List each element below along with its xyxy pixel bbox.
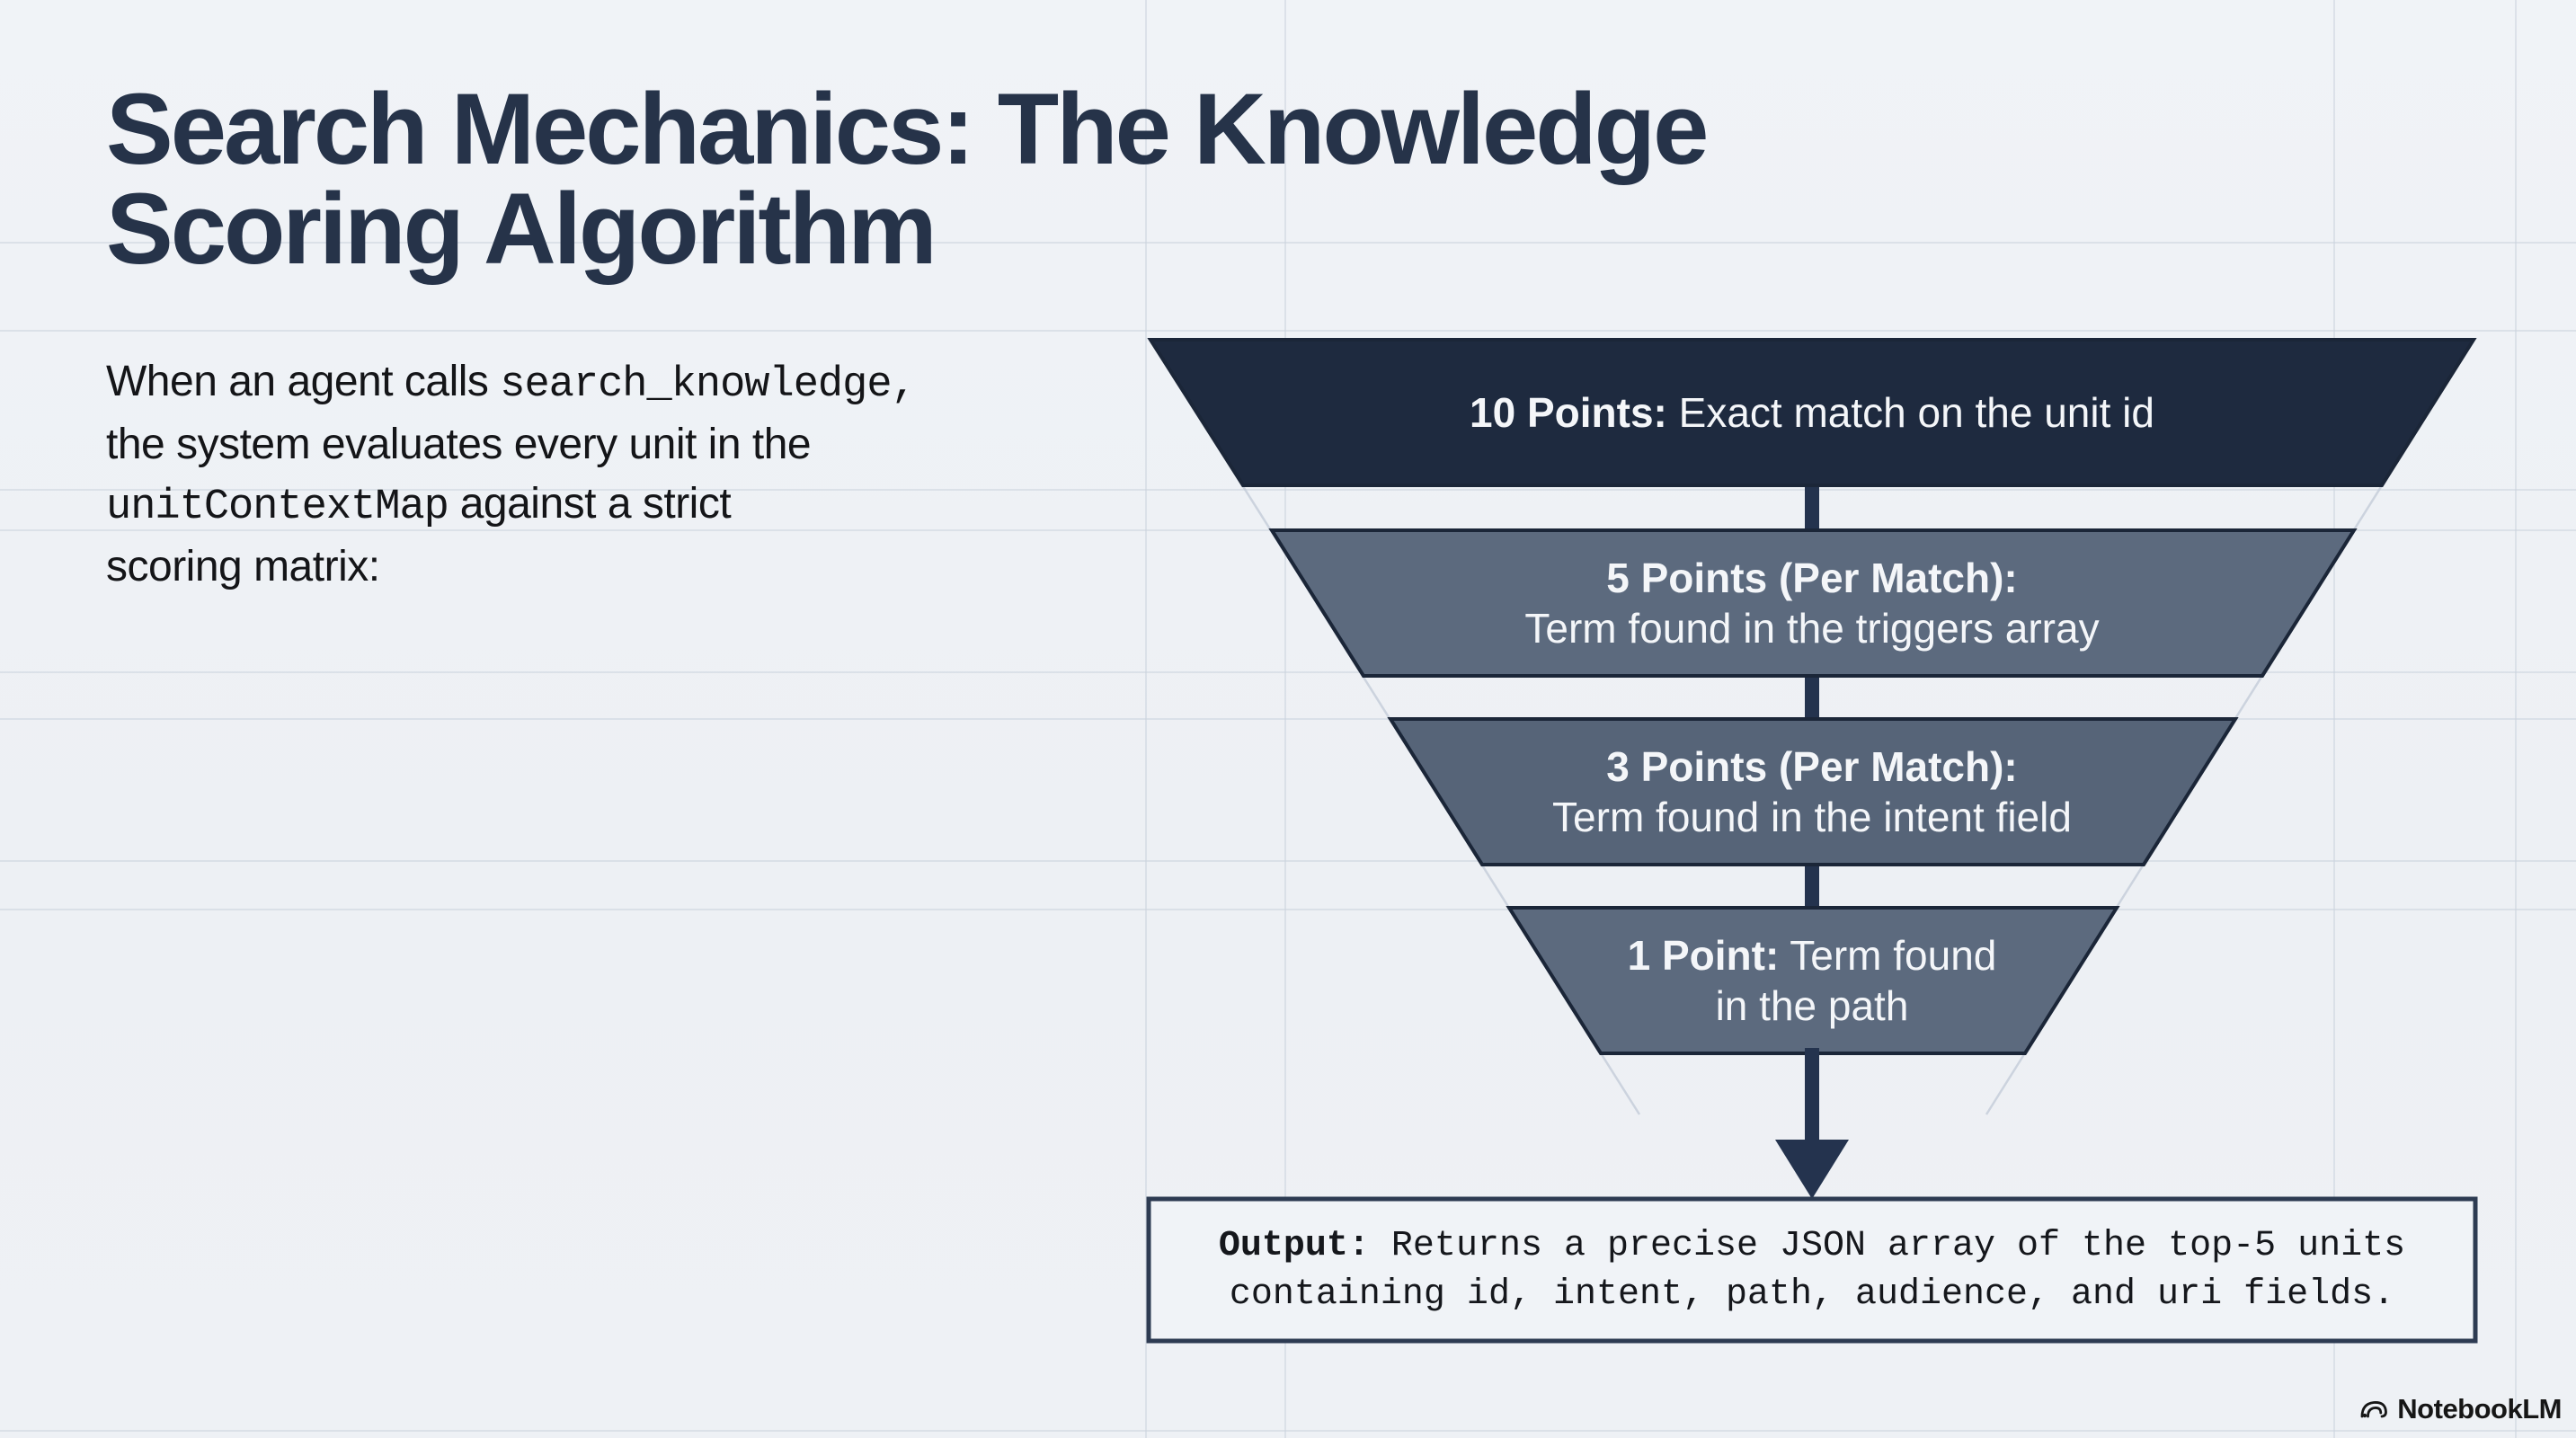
tier3-line1: 3 Points (Per Match): — [1061, 741, 2563, 792]
tier2-line1: 5 Points (Per Match): — [1061, 553, 2563, 603]
tier2-score: 5 Points (Per Match): — [1606, 555, 2018, 601]
output-box — [1146, 1196, 2478, 1344]
funnel-tier-10-points-label: 10 Points: Exact match on the unit id — [1061, 387, 2563, 438]
funnel-connector-1 — [1805, 478, 1819, 537]
intro-line4: scoring matrix: — [106, 543, 380, 590]
tier3-desc: Term found in the intent field — [1552, 794, 2072, 840]
output-line2: containing id, intent, path, audience, a… — [1229, 1274, 2395, 1315]
intro-line1-code: search_knowledge, — [500, 361, 916, 409]
tier4-desc-part1: Term found — [1779, 932, 1997, 979]
output-label: Output: — [1218, 1226, 1370, 1266]
page-title-line1: Search Mechanics: The Knowledge — [106, 73, 1709, 185]
funnel-tier-5-points — [1268, 528, 2358, 678]
funnel-connector-3 — [1805, 857, 1819, 915]
notebooklm-wordmark: NotebookLM — [2397, 1393, 2562, 1425]
tier1-line1: 10 Points: Exact match on the unit id — [1061, 387, 2563, 438]
tier1-desc: Exact match on the unit id — [1666, 389, 2154, 436]
funnel-tier-1-point-label: 1 Point: Term found in the path — [1061, 930, 2563, 1031]
tier4-score: 1 Point: — [1627, 932, 1780, 979]
intro-line1: When an agent calls search_knowledge, — [106, 352, 917, 415]
intro-line3: unitContextMap against a strict — [106, 475, 916, 537]
tier4-line1: 1 Point: Term found — [1061, 930, 2563, 981]
notebooklm-icon — [2360, 1401, 2388, 1418]
intro-line3-sans: against a strict — [448, 480, 732, 528]
intro-line2: the system evaluates every unit in the — [106, 421, 812, 468]
output-arrow-shaft — [1805, 1048, 1819, 1145]
intro-line1-sans: When an agent calls — [106, 358, 501, 405]
intro-paragraph: When an agent calls search_knowledge, th… — [106, 352, 917, 597]
output-line1: Output: Returns a precise JSON array of … — [1149, 1222, 2475, 1271]
notebooklm-logo: NotebookLM — [2358, 1393, 2562, 1425]
output-arrow-head-icon — [1775, 1140, 1849, 1199]
funnel-tier-3-points-label: 3 Points (Per Match): Term found in the … — [1061, 741, 2563, 842]
output-line1-rest: Returns a precise JSON array of the top-… — [1369, 1226, 2406, 1266]
funnel-tier-1-point — [1506, 906, 2120, 1055]
funnel-connector-2 — [1805, 669, 1819, 726]
page-title-line2: Scoring Algorithm — [106, 173, 937, 285]
funnel-tier-3-points — [1387, 717, 2239, 866]
page-title: Search Mechanics: The Knowledge Scoring … — [106, 73, 1709, 285]
funnel-tier-5-points-label: 5 Points (Per Match): Term found in the … — [1061, 553, 2563, 653]
intro-line3-code: unitContextMap — [106, 484, 449, 531]
funnel-tier-10-points — [1147, 338, 2477, 487]
tier2-desc: Term found in the triggers array — [1524, 605, 2100, 652]
tier4-desc-part2: in the path — [1715, 982, 1909, 1029]
output-box-text: Output: Returns a precise JSON array of … — [1149, 1222, 2475, 1319]
tier3-score: 3 Points (Per Match): — [1606, 743, 2018, 790]
tier1-score: 10 Points: — [1470, 389, 1667, 436]
